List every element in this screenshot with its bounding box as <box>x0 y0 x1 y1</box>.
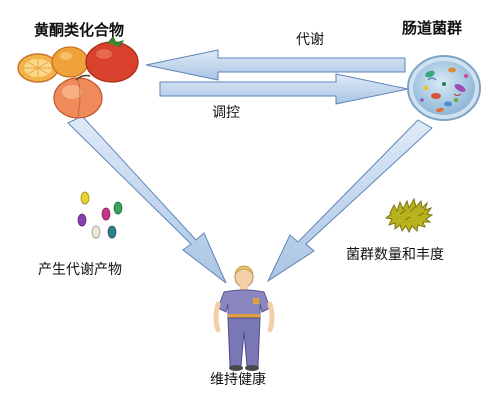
fruit-cluster-icon <box>18 37 138 118</box>
regulation-label: 调控 <box>212 104 240 122</box>
flavonoids-to-health-arrow <box>68 116 226 283</box>
metabolism-arrow <box>146 50 405 80</box>
flavonoids-label: 黄酮类化合物 <box>34 21 124 39</box>
metabolite-beads-icon <box>78 192 122 238</box>
metabolism-label: 代谢 <box>296 31 324 49</box>
regulation-arrow <box>160 74 408 104</box>
metabolites-label: 产生代谢产物 <box>38 261 122 279</box>
gut-flora-label: 肠道菌群 <box>402 19 462 37</box>
abundance-label: 菌群数量和丰度 <box>346 246 444 264</box>
bacteria-mat-icon <box>386 199 432 232</box>
health-label: 维持健康 <box>210 371 266 389</box>
petri-dish-icon <box>408 56 480 120</box>
